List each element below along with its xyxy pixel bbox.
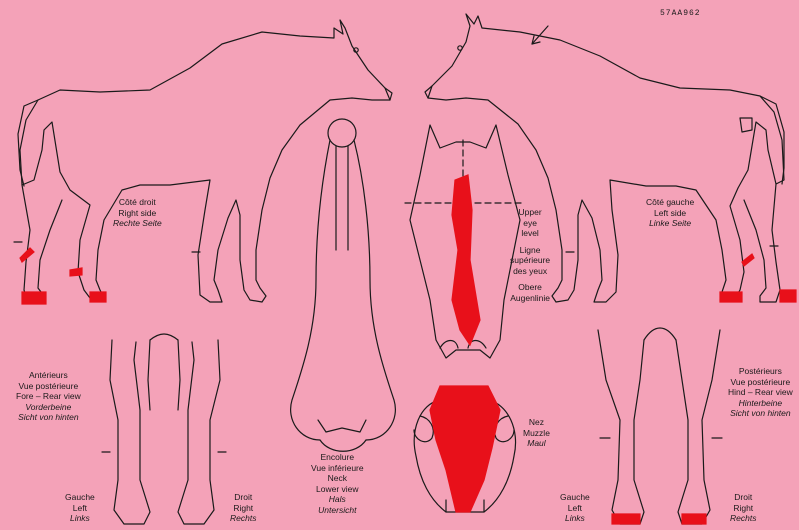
label-eye-level-fr-2: supérieure <box>510 255 550 266</box>
label-eye-level-de-2: Augenlinie <box>510 293 550 304</box>
label-hind-rear-fr-1: Postérieurs <box>728 366 793 377</box>
label-hind-left-de: Links <box>560 513 590 524</box>
label-neck-fr-2: Vue inférieure <box>311 463 364 474</box>
label-fore-left: Gauche Left Links <box>65 492 95 524</box>
right-side-horse <box>14 20 392 302</box>
label-fore-right-fr: Droit <box>230 492 256 503</box>
left-side-horse <box>425 14 784 302</box>
label-neck-de-1: Hals <box>311 494 364 505</box>
label-left-side-de: Linke Seite <box>646 218 694 229</box>
label-right-side: Côté droit Right side Rechte Seite <box>113 197 162 229</box>
label-hind-right-fr: Droit <box>730 492 756 503</box>
neck-lower-view <box>291 119 396 451</box>
label-fore-left-en: Left <box>65 503 95 514</box>
label-hind-rear-de-1: Hinterbeine <box>728 398 793 409</box>
label-neck-de-2: Untersicht <box>311 505 364 516</box>
label-fore-rear-de-1: Vorderbeine <box>16 402 81 413</box>
label-eye-level-en-3: level <box>510 228 550 239</box>
label-eye-level-fr-1: Ligne <box>510 245 550 256</box>
label-fore-rear-fr-1: Antérieurs <box>16 370 81 381</box>
label-fore-rear-fr-2: Vue postérieure <box>16 381 81 392</box>
label-left-side: Côté gauche Left side Linke Seite <box>646 197 694 229</box>
label-fore-right: Droit Right Rechts <box>230 492 256 524</box>
label-hind-left-en: Left <box>560 503 590 514</box>
label-fore-left-fr: Gauche <box>65 492 95 503</box>
label-neck-en-2: Lower view <box>311 484 364 495</box>
label-hind-rear-de-2: Sicht von hinten <box>728 408 793 419</box>
label-fore-rear-de-2: Sicht von hinten <box>16 412 81 423</box>
label-hind-rear-en: Hind – Rear view <box>728 387 793 398</box>
label-muzzle: Nez Muzzle Maul <box>523 417 550 449</box>
label-fore-rear: Antérieurs Vue postérieure Fore – Rear v… <box>16 370 81 423</box>
label-neck-en-1: Neck <box>311 473 364 484</box>
label-right-side-fr: Côté droit <box>113 197 162 208</box>
label-fore-left-de: Links <box>65 513 95 524</box>
label-hind-left: Gauche Left Links <box>560 492 590 524</box>
label-eye-level: Upper eye level Ligne supérieure des yeu… <box>510 207 550 303</box>
label-neck: Encolure Vue inférieure Neck Lower view … <box>311 452 364 515</box>
label-eye-level-en-1: Upper <box>510 207 550 218</box>
label-eye-level-de-1: Obere <box>510 282 550 293</box>
label-fore-right-en: Right <box>230 503 256 514</box>
label-fore-right-de: Rechts <box>230 513 256 524</box>
label-muzzle-de: Maul <box>523 438 550 449</box>
label-neck-fr-1: Encolure <box>311 452 364 463</box>
label-muzzle-fr: Nez <box>523 417 550 428</box>
label-right-side-en: Right side <box>113 208 162 219</box>
label-hind-rear: Postérieurs Vue postérieure Hind – Rear … <box>728 366 793 419</box>
label-left-side-fr: Côté gauche <box>646 197 694 208</box>
label-hind-right-de: Rechts <box>730 513 756 524</box>
reference-code: 57AA962 <box>660 9 701 18</box>
label-hind-right: Droit Right Rechts <box>730 492 756 524</box>
label-hind-right-en: Right <box>730 503 756 514</box>
label-eye-level-en-2: eye <box>510 218 550 229</box>
fore-legs-rear-view <box>102 334 226 524</box>
hind-legs-rear-view <box>598 328 722 524</box>
label-right-side-de: Rechte Seite <box>113 218 162 229</box>
label-hind-rear-fr-2: Vue postérieure <box>728 377 793 388</box>
label-hind-left-fr: Gauche <box>560 492 590 503</box>
label-eye-level-fr-3: des yeux <box>510 266 550 277</box>
label-fore-rear-en: Fore – Rear view <box>16 391 81 402</box>
label-left-side-en: Left side <box>646 208 694 219</box>
label-muzzle-en: Muzzle <box>523 428 550 439</box>
